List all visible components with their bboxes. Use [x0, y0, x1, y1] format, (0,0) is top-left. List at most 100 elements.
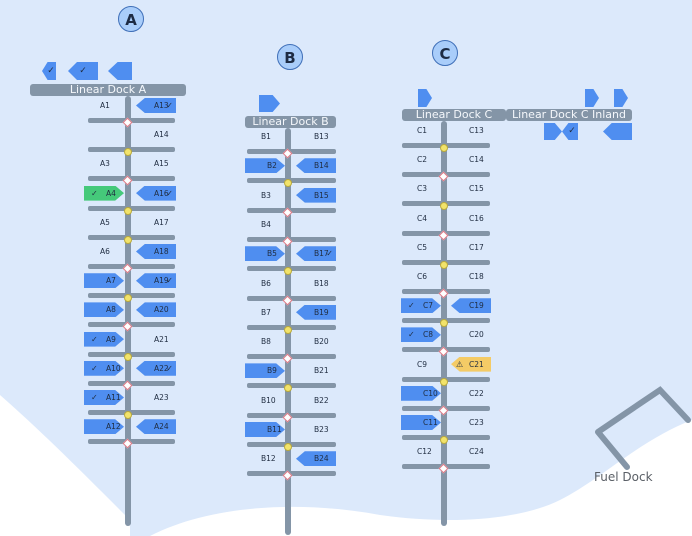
utility-dot-marker[interactable] — [440, 436, 448, 444]
transient-boat-4[interactable] — [259, 95, 280, 112]
slip-c17[interactable]: C17 — [451, 240, 491, 255]
slip-a23[interactable]: A23 — [136, 390, 176, 405]
slip-a19[interactable]: A19✓ — [136, 273, 176, 289]
slip-c15[interactable]: C15 — [451, 181, 491, 196]
slip-a7[interactable]: A7 — [84, 273, 124, 289]
slip-b2[interactable]: B2 — [245, 158, 285, 174]
transient-boat-1[interactable]: ✓ — [42, 62, 56, 80]
slip-a14[interactable]: A14 — [136, 127, 176, 142]
slip-c9[interactable]: C9 — [401, 357, 441, 372]
slip-b5[interactable]: B5 — [245, 246, 285, 262]
slip-a11[interactable]: A11✓ — [84, 390, 124, 405]
slip-b23[interactable]: B23 — [296, 422, 336, 437]
slip-c10[interactable]: C10 — [401, 385, 441, 401]
slip-c21[interactable]: C21⚠ — [451, 356, 491, 372]
slip-b8[interactable]: B8 — [245, 334, 285, 349]
slip-a20[interactable]: A20 — [136, 302, 176, 318]
utility-dot-marker[interactable] — [284, 384, 292, 393]
utility-dot-marker[interactable] — [124, 411, 132, 419]
utility-dot-marker[interactable] — [124, 352, 132, 361]
slip-a4[interactable]: A4✓ — [84, 185, 124, 201]
slip-b18[interactable]: B18 — [296, 276, 336, 291]
utility-dot-marker[interactable] — [124, 294, 132, 303]
slip-c23[interactable]: C23 — [451, 415, 491, 430]
slip-a24[interactable]: A24 — [136, 419, 176, 435]
slip-c16[interactable]: C16 — [451, 211, 491, 226]
slip-a5[interactable]: A5 — [84, 215, 124, 230]
slip-b19[interactable]: B19 — [296, 304, 336, 320]
slip-c8[interactable]: C8✓ — [401, 327, 441, 343]
slip-b24[interactable]: B24 — [296, 451, 336, 467]
fuel-dock-label[interactable]: Fuel Dock — [594, 470, 653, 484]
slip-b14[interactable]: B14 — [296, 158, 336, 174]
section-a-badge[interactable]: A — [118, 6, 144, 32]
slip-b7[interactable]: B7 — [245, 305, 285, 320]
slip-a9[interactable]: A9✓ — [84, 331, 124, 347]
slip-b4[interactable]: B4 — [245, 217, 285, 232]
slip-b20[interactable]: B20 — [296, 334, 336, 349]
slip-b22[interactable]: B22 — [296, 393, 336, 408]
slip-b6[interactable]: B6 — [245, 276, 285, 291]
slip-a1[interactable]: A1 — [84, 98, 124, 113]
slip-b3[interactable]: B3 — [245, 188, 285, 203]
slip-b12[interactable]: B12 — [245, 451, 285, 466]
utility-dot-marker[interactable] — [284, 267, 292, 276]
slip-b10[interactable]: B10 — [245, 393, 285, 408]
transient-boat-5[interactable] — [418, 89, 432, 107]
slip-a13[interactable]: A13✓ — [136, 98, 176, 113]
slip-a3[interactable]: A3 — [84, 156, 124, 171]
utility-dot-marker[interactable] — [284, 179, 292, 188]
slip-c11[interactable]: C11 — [401, 415, 441, 430]
slip-c3[interactable]: C3 — [401, 181, 441, 196]
transient-boat-2[interactable]: ✓ — [68, 62, 98, 80]
utility-dot-marker[interactable] — [284, 443, 292, 451]
slip-c6[interactable]: C6 — [401, 269, 441, 284]
transient-boat-9[interactable]: ✓ — [562, 123, 578, 140]
slip-a6[interactable]: A6 — [84, 244, 124, 259]
slip-c14[interactable]: C14 — [451, 152, 491, 167]
transient-boat-7[interactable] — [614, 89, 628, 107]
section-c-badge[interactable]: C — [432, 40, 458, 66]
slip-c22[interactable]: C22 — [451, 386, 491, 401]
slip-a12[interactable]: A12 — [84, 419, 124, 435]
linear-dock-b[interactable]: Linear Dock B — [245, 116, 336, 128]
utility-dot-marker[interactable] — [440, 202, 448, 211]
utility-dot-marker[interactable] — [440, 319, 448, 328]
slip-c24[interactable]: C24 — [451, 444, 491, 459]
slip-a21[interactable]: A21 — [136, 332, 176, 347]
transient-boat-6[interactable] — [585, 89, 599, 107]
slip-a22[interactable]: A22✓ — [136, 360, 176, 376]
slip-c7[interactable]: C7✓ — [401, 298, 441, 314]
slip-a17[interactable]: A17 — [136, 215, 176, 230]
slip-b11[interactable]: B11 — [245, 422, 285, 437]
utility-dot-marker[interactable] — [124, 148, 132, 157]
slip-a16[interactable]: A16✓ — [136, 185, 176, 201]
slip-b15[interactable]: B15 — [296, 187, 336, 203]
slip-b1[interactable]: B1 — [245, 129, 285, 144]
utility-dot-marker[interactable] — [440, 144, 448, 152]
utility-dot-marker[interactable] — [440, 260, 448, 269]
slip-b13[interactable]: B13 — [296, 129, 336, 144]
slip-c12[interactable]: C12 — [401, 444, 441, 459]
slip-c2[interactable]: C2 — [401, 152, 441, 167]
transient-boat-8[interactable] — [544, 123, 562, 140]
transient-boat-3[interactable] — [108, 62, 132, 80]
slip-c13[interactable]: C13 — [451, 123, 491, 138]
linear-dock-a[interactable]: Linear Dock A — [30, 84, 186, 96]
section-b-badge[interactable]: B — [277, 44, 303, 70]
slip-a10[interactable]: A10✓ — [84, 360, 124, 376]
utility-dot-marker[interactable] — [284, 325, 292, 334]
slip-c20[interactable]: C20 — [451, 327, 491, 342]
linear-dock-c-inland[interactable]: Linear Dock C Inland — [506, 109, 632, 121]
slip-a8[interactable]: A8 — [84, 302, 124, 318]
slip-b21[interactable]: B21 — [296, 363, 336, 378]
linear-dock-c[interactable]: Linear Dock C — [402, 109, 506, 121]
slip-c4[interactable]: C4 — [401, 211, 441, 226]
slip-a15[interactable]: A15 — [136, 156, 176, 171]
utility-dot-marker[interactable] — [440, 377, 448, 386]
slip-b9[interactable]: B9 — [245, 363, 285, 379]
slip-c19[interactable]: C19 — [451, 298, 491, 314]
slip-a18[interactable]: A18 — [136, 244, 176, 259]
utility-dot-marker[interactable] — [124, 235, 132, 244]
slip-c1[interactable]: C1 — [401, 123, 441, 138]
